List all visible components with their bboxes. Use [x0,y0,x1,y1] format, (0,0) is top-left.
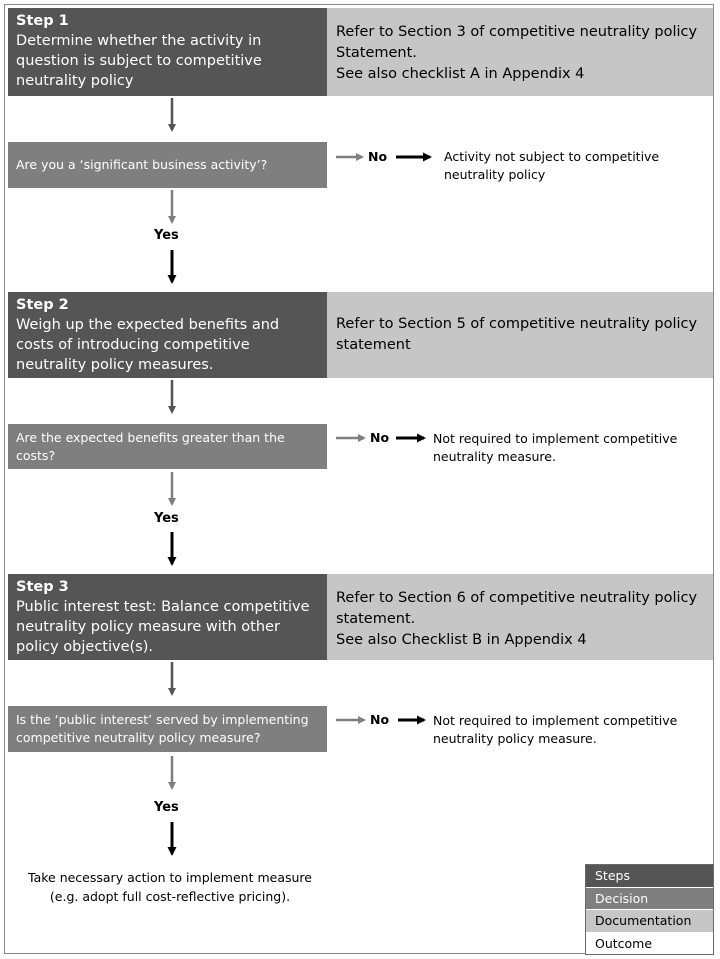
step-3-outcome: Not required to implement competitive ne… [433,713,678,746]
step-2-documentation: Refer to Section 5 of competitive neutra… [327,292,713,378]
step-1-yes-label: Yes [154,228,179,243]
step-3-text: Public interest test: Balance competitiv… [16,599,310,655]
step-1-text: Determine whether the activity in questi… [16,33,262,89]
step-3-heading: Step 3 [16,579,69,595]
step-1-heading: Step 1 [16,13,69,29]
diagram-frame [4,4,714,954]
step-1-outcome: Activity not subject to competitive neut… [444,149,660,182]
step-3-doc-line-1: Refer to Section 6 of competitive neutra… [336,590,698,627]
step-2-decision: Are the expected benefits greater than t… [8,424,327,469]
step-1-documentation: Refer to Section 3 of competitive neutra… [327,8,713,96]
step-3-decision: Is the ‘public interest’ served by imple… [8,706,327,752]
step-1-no-label: No [368,149,388,164]
legend-steps: Steps [586,865,713,888]
step-1-decision: Are you a ‘significant business activity… [8,142,327,188]
step-2-outcome: Not required to implement competitive ne… [433,431,678,464]
step-1-doc-line-1: Refer to Section 3 of competitive neutra… [336,24,698,61]
step-2-doc-line-1: Refer to Section 5 of competitive neutra… [336,316,698,353]
step-3-doc-line-2: See also Checklist B in Appendix 4 [336,632,587,648]
legend: Steps Decision Documentation Outcome [585,864,714,955]
step-1-decision-text: Are you a ‘significant business activity… [16,157,268,172]
step-3-box: Step 3 Public interest test: Balance com… [8,574,327,660]
step-2-decision-text: Are the expected benefits greater than t… [16,429,285,463]
step-2-text: Weigh up the expected benefits and costs… [16,317,280,373]
legend-documentation: Documentation [586,910,713,933]
final-outcome: Take necessary action to implement measu… [28,870,312,904]
step-1-box: Step 1 Determine whether the activity in… [8,8,327,96]
step-3-documentation: Refer to Section 6 of competitive neutra… [327,574,713,660]
step-1-doc-line-2: See also checklist A in Appendix 4 [336,66,585,82]
legend-decision: Decision [586,887,713,910]
step-2-box: Step 2 Weigh up the expected benefits an… [8,292,327,378]
step-2-yes-label: Yes [154,511,179,526]
step-3-decision-text: Is the ‘public interest’ served by imple… [16,712,309,745]
step-2-heading: Step 2 [16,297,69,313]
legend-outcome: Outcome [586,932,713,954]
step-2-no-label: No [370,430,390,445]
step-3-no-label: No [370,712,390,727]
step-3-yes-label: Yes [154,800,179,815]
